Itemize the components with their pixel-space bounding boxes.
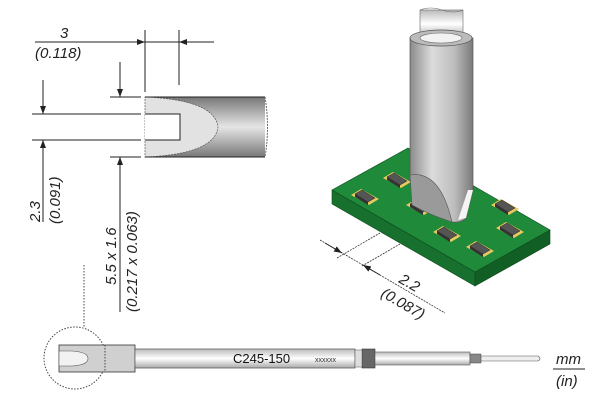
smd-component [496,222,524,238]
smd-component [433,226,461,242]
cartridge-model: C245-150 [233,351,290,366]
units-mm: mm [556,351,581,368]
dimension-slot-width: 2.3 (0.091) [27,80,64,224]
cartridge-side-view: C245-150 xxxxxx [58,344,541,373]
smd-component [351,189,379,205]
tip-width-mm: 3 [60,25,69,42]
tip-side-view [144,96,268,158]
soldering-tip-3d [409,7,474,223]
dimension-blade-size: 5.5 x 1.6 (0.217 x 0.063) [103,62,141,312]
pitch-in: (0.087) [378,285,428,323]
blade-size-in: (0.217 x 0.063) [124,211,141,312]
dimension-tip-width: 3 (0.118) [35,25,214,92]
smd-component [383,172,411,188]
cartridge-serial: xxxxxx [315,357,337,364]
units-in: (in) [556,373,578,390]
tip-width-in: (0.118) [35,45,81,62]
slot-width-in: (0.091) [47,176,64,224]
slot-width-mm: 2.3 [27,200,44,223]
units-legend: mm (in) [553,351,585,390]
smd-component [466,241,494,257]
blade-size-mm: 5.5 x 1.6 [103,227,120,285]
smd-component [491,199,519,215]
